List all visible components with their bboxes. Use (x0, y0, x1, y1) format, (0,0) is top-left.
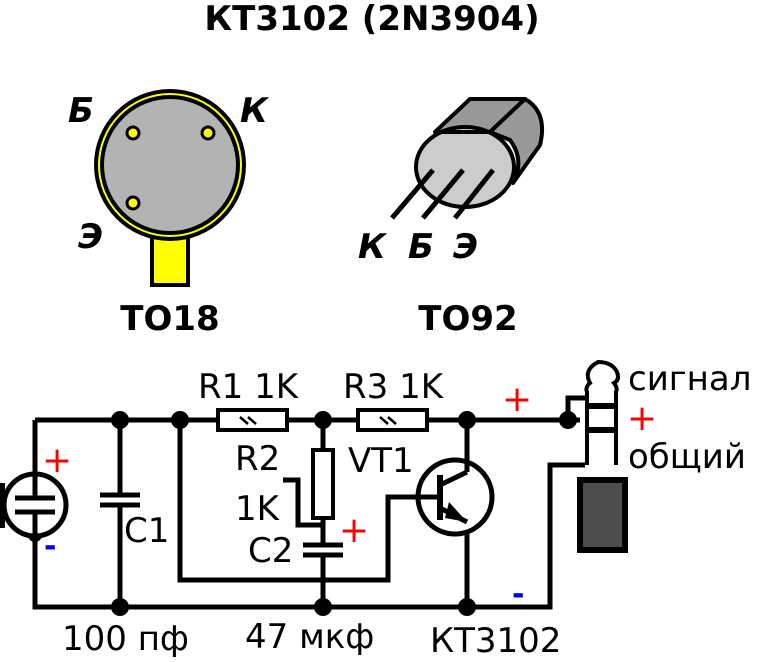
r2-value: 1K (235, 489, 281, 529)
to92-label-emitter: Э (453, 227, 478, 267)
mic-minus-sign: - (44, 529, 56, 564)
c2-plus-sign: + (339, 510, 369, 551)
c1-value: 100 пф (62, 619, 189, 659)
junction-dot (111, 411, 129, 429)
junction-dot (458, 598, 476, 616)
jack-signal-label: сигнал (628, 359, 751, 399)
junction-dot (314, 411, 332, 429)
to18-pin-emitter (125, 195, 141, 211)
c1-label: C1 (124, 511, 169, 551)
emitter-arrow-icon (445, 502, 467, 522)
output-minus-sign: - (512, 577, 524, 612)
c2-label: C2 (248, 531, 293, 571)
r2-trimmer-resistor (311, 448, 335, 520)
to92-lead-collector (390, 168, 435, 220)
junction-dots (28, 411, 577, 616)
junction-dot (314, 598, 332, 616)
to18-package (94, 89, 246, 287)
vt1-label: VT1 (348, 441, 414, 481)
to92-lead-base (421, 168, 465, 220)
transistor-model-label: КТ3102 (430, 621, 561, 661)
to18-body (100, 95, 240, 235)
jack-sleeve (577, 477, 628, 553)
junction-dot (171, 411, 189, 429)
to92-name: TO92 (418, 299, 517, 339)
to92-label-collector: К (358, 227, 388, 267)
to92-lead-emitter (453, 168, 495, 220)
to18-pin-collector (200, 125, 216, 141)
c2-capacitor (303, 542, 343, 558)
to18-label-collector: К (240, 91, 270, 131)
to18-label-emitter: Э (78, 217, 103, 257)
r1-resistor (216, 408, 289, 432)
junction-dot (458, 411, 476, 429)
r3-resistor (356, 408, 429, 432)
jack-common-label: общий (628, 437, 746, 477)
vt1-transistor (415, 457, 495, 537)
mic-plus-sign: + (42, 440, 72, 481)
to92-face (414, 125, 516, 209)
to18-label-base: Б (68, 91, 94, 131)
to92-side (488, 97, 545, 185)
microphone-symbol (0, 470, 69, 540)
diagram-title: КТ3102 (2N3904) (204, 0, 539, 39)
to92-package (390, 97, 545, 220)
to18-pin-base (125, 125, 141, 141)
c1-capacitor (100, 492, 140, 508)
to92-label-base: Б (408, 227, 434, 267)
audio-jack (577, 359, 628, 553)
c2-value: 47 мкф (245, 617, 374, 657)
jack-plus-sign: + (627, 398, 657, 439)
junction-dot (559, 411, 577, 429)
r2-label: R2 (235, 439, 280, 479)
r1-label: R1 1K (198, 367, 300, 407)
output-plus-sign: + (502, 379, 532, 420)
to18-name: TO18 (120, 299, 219, 339)
junction-dot (111, 598, 129, 616)
r3-label: R3 1K (343, 367, 445, 407)
